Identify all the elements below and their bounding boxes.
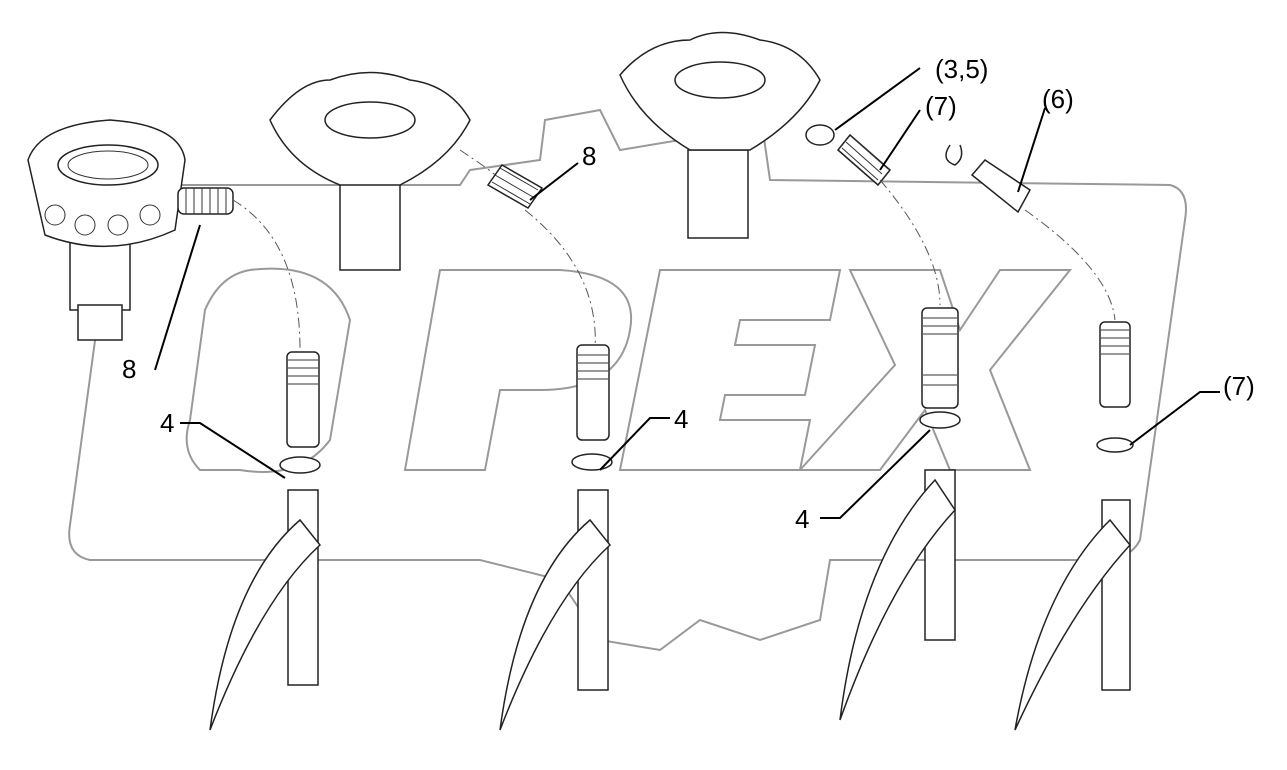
tube-1 xyxy=(209,351,322,731)
callout-7-lower: (7) xyxy=(1223,371,1255,401)
callout-8-mid: 8 xyxy=(582,141,596,171)
tube-4 xyxy=(1014,321,1134,731)
tube-2 xyxy=(499,344,613,731)
callout-6: (6) xyxy=(1042,84,1074,114)
hose-8-left xyxy=(177,187,234,215)
callout-4-left: 4 xyxy=(160,408,174,438)
cap-3-5 xyxy=(805,124,835,146)
hose-7 xyxy=(836,133,892,187)
callout-4-mid: 4 xyxy=(674,404,688,434)
fitting-6 xyxy=(945,144,1031,214)
callout-3-5: (3,5) xyxy=(935,54,988,84)
callout-7-upper: (7) xyxy=(925,91,957,121)
hose-8-mid xyxy=(486,164,544,209)
rotor-housing xyxy=(27,119,186,341)
distributor-head-1 xyxy=(269,71,471,271)
tube-3 xyxy=(839,307,961,721)
callout-8-left: 8 xyxy=(122,354,136,384)
callout-4-right: 4 xyxy=(795,504,809,534)
distributor-head-2 xyxy=(619,31,821,239)
